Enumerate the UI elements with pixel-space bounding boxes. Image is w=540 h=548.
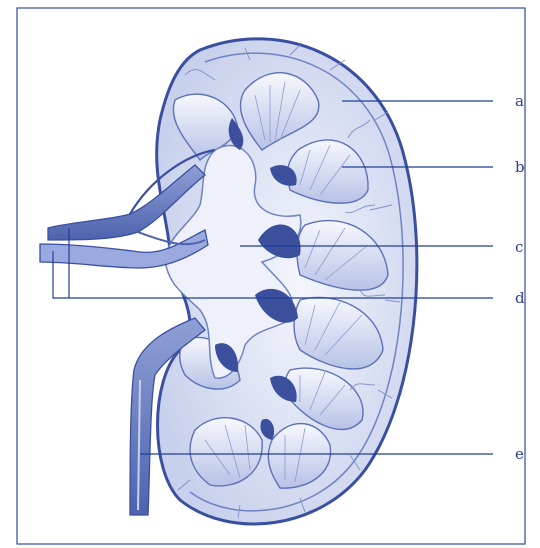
label-e: e — [515, 445, 524, 463]
label-a: a — [515, 92, 524, 110]
label-d: d — [515, 289, 525, 307]
label-b: b — [515, 158, 525, 176]
label-c: c — [515, 238, 523, 256]
